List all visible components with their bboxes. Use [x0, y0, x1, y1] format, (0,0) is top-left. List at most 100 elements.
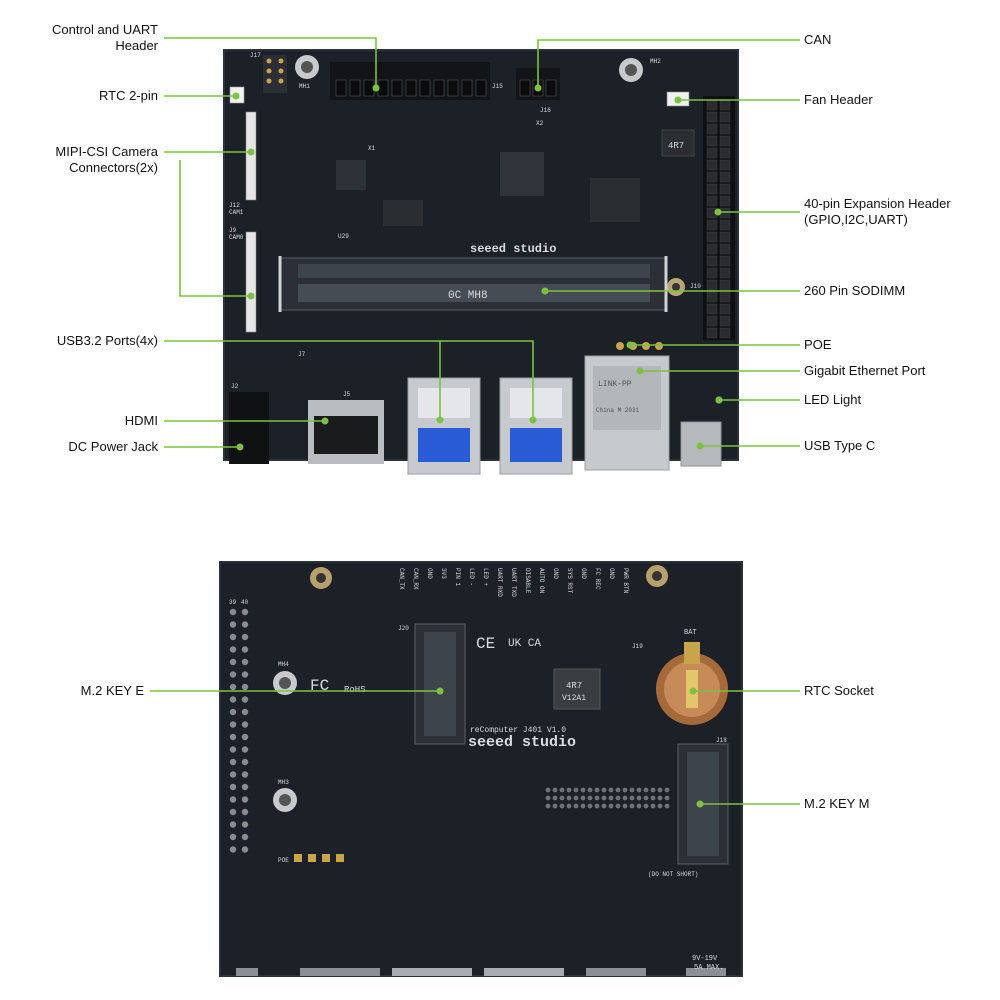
via	[615, 795, 621, 801]
via	[601, 803, 607, 809]
leader-dot-dc_jack	[236, 443, 244, 451]
via	[587, 803, 593, 809]
label-dc-jack: DC Power Jack	[68, 439, 158, 455]
gpio-solder-pad	[229, 683, 237, 691]
leader-dot-hdmi	[321, 417, 329, 425]
label-ethernet: Gigabit Ethernet Port	[804, 363, 925, 379]
leader-dot-rtc_2pin	[232, 92, 240, 100]
top-j17: J17	[250, 52, 261, 59]
cert-fc: FC	[310, 677, 329, 695]
label-line: Connectors(2x)	[69, 160, 158, 175]
mh-right-hole-inner	[672, 283, 680, 291]
top-j10: J10	[690, 283, 701, 290]
bottom-voltage-2: 5A MAX.	[694, 964, 723, 972]
gpio-solder-pad	[229, 646, 237, 653]
leader-dot-sodimm	[541, 287, 549, 295]
gpio-pin	[719, 279, 731, 291]
gpio-solder-pad	[241, 758, 249, 766]
via	[650, 787, 656, 793]
label-line: HDMI	[124, 413, 158, 428]
j15-header	[330, 62, 490, 100]
via	[657, 795, 663, 801]
bottom-pin-label: GND	[552, 568, 559, 579]
bottom-voltage-1: 9V-19V	[692, 955, 718, 963]
label-line: USB3.2 Ports(4x)	[56, 333, 158, 348]
label-line: Header	[115, 38, 158, 53]
label-line: MIPI-CSI Camera	[55, 144, 158, 159]
gpio-pin	[719, 267, 731, 279]
via	[615, 803, 621, 809]
gpio-pin	[719, 171, 731, 183]
gpio-solder-pad	[241, 708, 249, 716]
gpio-pin	[719, 147, 731, 159]
via	[657, 803, 663, 809]
label-usbc: USB Type C	[804, 438, 875, 454]
gpio-pin	[706, 243, 718, 255]
bottom-mh4: MH4	[278, 661, 289, 668]
standoff-left-inner	[316, 573, 326, 583]
gpio-pin	[719, 135, 731, 147]
via	[545, 803, 551, 809]
cert-ukca: UK CA	[508, 638, 541, 650]
via	[545, 795, 551, 801]
chip-u29	[383, 200, 423, 226]
bottom-pin-label: DISABLE	[524, 568, 531, 594]
label-hdmi: HDMI	[125, 413, 158, 429]
top-j7: J7	[298, 351, 306, 358]
via	[580, 787, 586, 793]
gpio-solder-pad	[229, 621, 237, 628]
via	[573, 795, 579, 801]
bottom-pin-label: 3V3	[440, 568, 447, 579]
gpio-solder-pads	[229, 608, 249, 853]
via	[580, 803, 586, 809]
gpio-40pin-header	[703, 96, 735, 340]
via	[594, 795, 600, 801]
via	[643, 787, 649, 793]
label-m2e: M.2 KEY E	[81, 683, 144, 699]
top-mag-origin: China M 2031	[596, 407, 640, 414]
gpio-pin	[706, 327, 718, 339]
top-cam1: CAM1	[229, 209, 244, 216]
label-usb32: USB3.2 Ports(4x)	[57, 333, 158, 349]
via	[643, 795, 649, 801]
inductor-top	[661, 129, 695, 157]
via	[573, 803, 579, 809]
top-u29: U29	[338, 233, 349, 240]
gpio-solder-pad	[241, 733, 249, 741]
via	[622, 795, 628, 801]
gpio-pin	[706, 159, 718, 171]
via	[636, 787, 642, 793]
leader-dot-led	[715, 396, 723, 404]
label-line: M.2 KEY E	[80, 683, 144, 698]
label-rtc-2pin: RTC 2-pin	[99, 88, 158, 104]
gpio-pin	[706, 231, 718, 243]
label-line: Control and UART	[52, 22, 158, 37]
leader-control_uart	[164, 37, 377, 88]
gpio-pin	[706, 99, 718, 111]
label-line: 40-pin Expansion Header	[804, 196, 951, 211]
bottom-model: reComputer J401 V1.0	[470, 726, 566, 735]
gpio-solder-pad	[241, 683, 249, 691]
gpio-solder-pad	[229, 721, 237, 728]
bottom-bat: BAT	[684, 629, 697, 637]
gpio-pin	[706, 267, 718, 279]
via	[566, 803, 572, 809]
bottom-inductor-1: 4R7	[566, 681, 582, 691]
via	[594, 803, 600, 809]
bottom-pin-label: UART TXD	[510, 568, 517, 597]
label-can: CAN	[804, 32, 831, 48]
bottom-board: seeed studio reComputer J401 V1.0 CE UK …	[219, 561, 743, 977]
gpio-pin	[706, 171, 718, 183]
gpio-solder-pad	[241, 696, 249, 703]
via	[636, 803, 642, 809]
gpio-pin	[706, 183, 718, 195]
sodimm-connector	[278, 256, 668, 312]
leader-dot-usb32-2	[529, 416, 537, 424]
bottom-do-not-short: (DO NOT SHORT)	[648, 871, 698, 878]
gpio-pin	[706, 219, 718, 231]
gpio-pin	[719, 291, 731, 303]
label-line: POE	[804, 337, 832, 352]
dc-jack-part	[229, 392, 269, 464]
